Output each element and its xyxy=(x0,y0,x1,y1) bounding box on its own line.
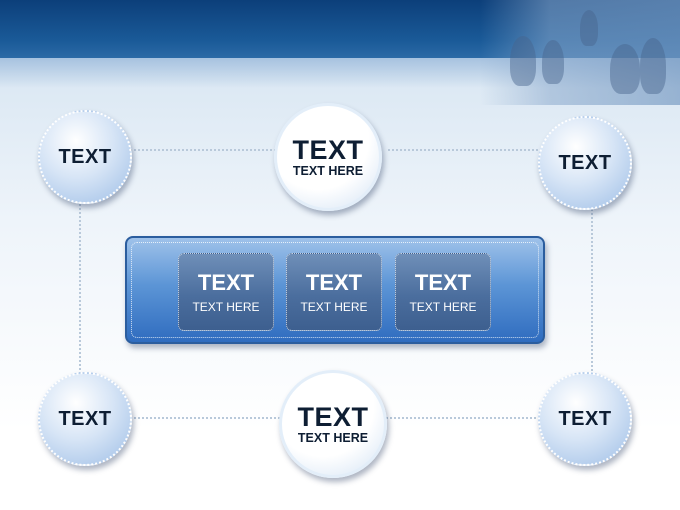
center-box-title: TEXT xyxy=(414,270,472,295)
center-box-3: TEXT TEXT HERE xyxy=(395,253,491,331)
center-box-title: TEXT xyxy=(305,270,363,295)
node-top-center: TEXT TEXT HERE xyxy=(274,103,382,211)
node-title: TEXT xyxy=(558,151,612,174)
center-box-2: TEXT TEXT HERE xyxy=(286,253,382,331)
node-bottom-right: TEXT xyxy=(538,372,632,466)
node-title: TEXT xyxy=(558,407,612,430)
node-subtitle: TEXT HERE xyxy=(292,164,364,178)
center-panel: TEXT TEXT HERE TEXT TEXT HERE TEXT TEXT … xyxy=(125,236,545,344)
center-box-subtitle: TEXT HERE xyxy=(409,300,477,314)
node-title: TEXT xyxy=(58,145,112,168)
node-title: TEXT xyxy=(297,402,369,432)
meeting-photo xyxy=(480,0,680,105)
center-box-subtitle: TEXT HERE xyxy=(192,300,260,314)
node-bottom-center: TEXT TEXT HERE xyxy=(279,370,387,478)
node-subtitle: TEXT HERE xyxy=(297,431,369,445)
node-top-right: TEXT xyxy=(538,116,632,210)
node-title: TEXT xyxy=(292,135,364,165)
center-box-title: TEXT xyxy=(197,270,255,295)
center-box-1: TEXT TEXT HERE xyxy=(178,253,274,331)
node-bottom-left: TEXT xyxy=(38,372,132,466)
node-title: TEXT xyxy=(58,407,112,430)
center-box-subtitle: TEXT HERE xyxy=(300,300,368,314)
node-top-left: TEXT xyxy=(38,110,132,204)
